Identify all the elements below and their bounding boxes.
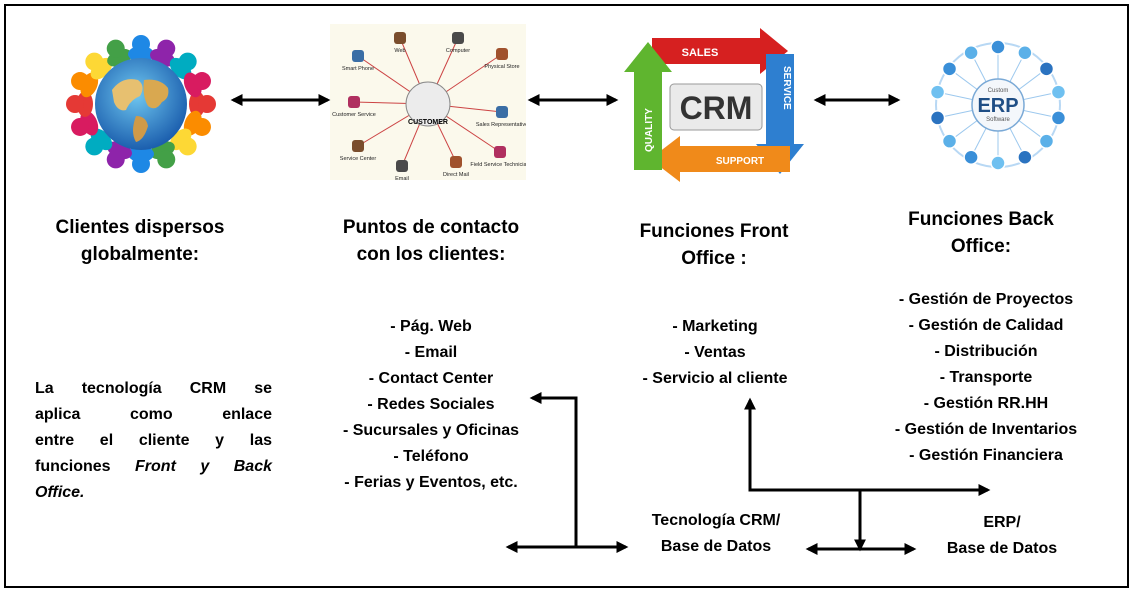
person-head-icon (106, 150, 125, 169)
person-head-icon (198, 95, 216, 113)
erp-module-icon (963, 44, 979, 61)
channel-icon (494, 146, 506, 158)
list-item: - Redes Sociales (367, 396, 495, 413)
channel-icon (496, 106, 508, 118)
erp-module-icon (941, 61, 958, 77)
person-head-icon (178, 52, 197, 71)
channel-icon (396, 160, 408, 172)
erp-custom-label: Custom (988, 88, 1009, 94)
list-item: - Ferias y Eventos, etc. (344, 474, 518, 491)
person-head-icon (132, 155, 150, 173)
person-head-icon (71, 72, 90, 91)
person-head-icon (178, 137, 197, 156)
person-head-icon (192, 72, 211, 91)
channel-label: Field Service Technician (470, 162, 526, 168)
front-office-list: - Marketing - Ventas - Servicio al clien… (620, 314, 810, 392)
person-head-icon (71, 117, 90, 136)
person-head-icon (192, 117, 211, 136)
list-item: - Distribución (934, 343, 1038, 360)
erp-wheel-image: Custom ERP Software (929, 39, 1067, 171)
erp-module-icon (1038, 133, 1055, 149)
channel-icon (452, 32, 464, 44)
erp-module-icon (1050, 110, 1067, 126)
channel-label: Customer Service (332, 112, 376, 118)
erp-module-icon (929, 110, 946, 126)
erp-module-icon (990, 39, 1006, 55)
contact-points-image: CUSTOMER Smart Phone Web ComputerPhysical … (330, 24, 526, 180)
erp-module-icon (1017, 149, 1033, 166)
quality-label: QUALITY (644, 108, 655, 152)
channel-label: Direct Mail (443, 172, 469, 178)
person-head-icon (85, 137, 104, 156)
erp-module-icon (1050, 84, 1067, 100)
crm-label: CRM (680, 90, 753, 126)
person-head-icon (106, 39, 125, 58)
crm-note: La tecnología CRM se aplica como enlace … (35, 380, 272, 501)
list-item: - Marketing (672, 318, 758, 335)
service-label: SERVICE (781, 66, 792, 110)
globe-icon (95, 58, 187, 150)
list-item: - Pág. Web (390, 318, 472, 335)
contact-points-list: - Pág. Web - Email - Contact Center - Re… (305, 314, 557, 496)
channel-icon (352, 140, 364, 152)
channel-icon (352, 50, 364, 62)
list-item: - Gestión RR.HH (923, 395, 1049, 412)
list-item: - Transporte (939, 369, 1033, 386)
list-item: - Gestión Financiera (909, 447, 1063, 464)
back-office-list: - Gestión de Proyectos - Gestión de Cali… (870, 287, 1102, 469)
channel-label: Smart Phone (342, 66, 374, 72)
list-item: - Gestión de Proyectos (898, 291, 1074, 308)
diagram-frame (4, 4, 1129, 588)
list-item: - Servicio al cliente (642, 370, 788, 387)
channel-label: Email (395, 176, 409, 180)
person-head-icon (132, 35, 150, 53)
erp-module-icon (929, 84, 946, 100)
erp-module-icon (990, 155, 1006, 171)
sales-label: SALES (682, 47, 719, 59)
channel-label: Computer (446, 48, 470, 54)
erp-module-icon (1017, 44, 1033, 61)
person-head-icon (66, 95, 84, 113)
list-item: - Email (404, 344, 458, 361)
channel-label: Physical Store (484, 64, 519, 70)
list-item: - Sucursales y Oficinas (342, 422, 520, 439)
global-customers-image (66, 35, 216, 173)
customer-label: CUSTOMER (408, 119, 448, 126)
channel-icon (348, 96, 360, 108)
channel-label: Web (394, 48, 405, 54)
erp-software-label: Software (986, 117, 1010, 123)
person-head-icon (157, 150, 176, 169)
list-item: - Gestión de Inventarios (894, 421, 1078, 438)
person-head-icon (85, 52, 104, 71)
erp-label: ERP (977, 95, 1018, 117)
erp-module-icon (963, 149, 979, 166)
channel-icon (496, 48, 508, 60)
channel-label: Service Center (340, 156, 377, 162)
list-item: - Contact Center (368, 370, 494, 387)
erp-module-icon (1038, 61, 1055, 77)
list-item: - Teléfono (393, 448, 469, 465)
channel-icon (450, 156, 462, 168)
arrow-crm-db-to-contacts (529, 392, 578, 547)
support-label: SUPPORT (716, 156, 764, 167)
channel-icon (394, 32, 406, 44)
erp-database-label: ERP/Base de Datos (946, 514, 1058, 557)
list-item: - Gestión de Calidad (908, 317, 1064, 334)
arrow-front-back-office (744, 397, 866, 552)
erp-module-icon (941, 133, 958, 149)
person-head-icon (157, 39, 176, 58)
channel-label: Sales Representative (476, 122, 526, 128)
list-item: - Ventas (684, 344, 746, 361)
crm-cycle-image: SALES SERVICE SUPPORT QUALITY CRM (624, 28, 804, 182)
